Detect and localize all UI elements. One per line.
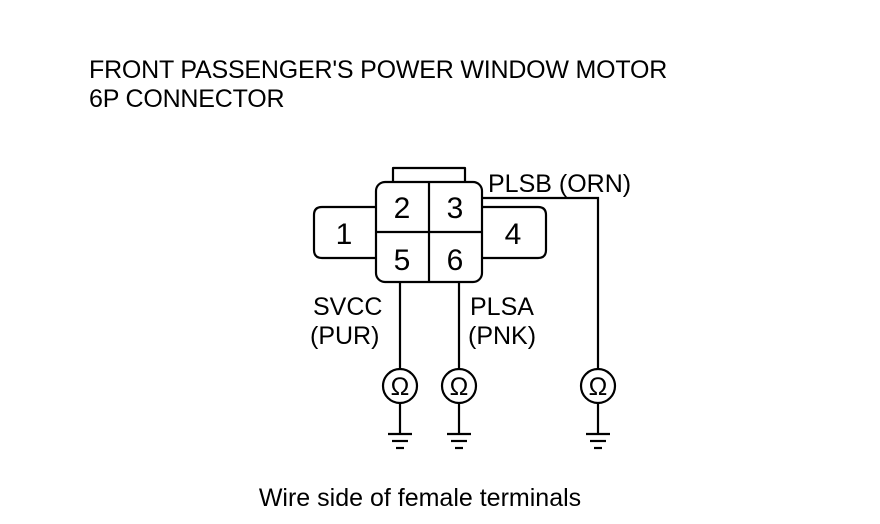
- terminal-4: 4: [505, 218, 522, 251]
- connector-latch: [391, 166, 467, 182]
- label-svcc-name: SVCC: [313, 293, 382, 321]
- terminal-5: 5: [394, 244, 411, 277]
- terminal-1: 1: [336, 218, 353, 251]
- diagram-caption: Wire side of female terminals: [258, 484, 582, 512]
- connector-right-lobe: [482, 205, 548, 260]
- label-plsa-name: PLSA: [470, 293, 534, 321]
- ohm-symbol-1: Ω: [391, 373, 410, 401]
- title-line-1: FRONT PASSENGER'S POWER WINDOW MOTOR: [89, 56, 668, 84]
- ohm-symbol-2: Ω: [450, 373, 469, 401]
- diagram-title: FRONT PASSENGER'S POWER WINDOW MOTOR 6P …: [89, 56, 667, 114]
- label-plsb: PLSB (ORN): [488, 170, 631, 198]
- ground-symbol-2: [447, 403, 471, 450]
- terminal-6: 6: [447, 244, 464, 277]
- title-line-2: 6P CONNECTOR: [89, 85, 285, 113]
- label-plsa-color: (PNK): [468, 322, 536, 350]
- terminal-3: 3: [447, 192, 464, 225]
- connector-left-lobe: [312, 205, 376, 260]
- ground-symbol-3: [586, 403, 610, 450]
- ground-symbol-1: [388, 403, 412, 450]
- wire-plsb: [482, 196, 600, 370]
- terminal-2: 2: [394, 192, 411, 225]
- ohm-symbol-3: Ω: [589, 373, 608, 401]
- label-svcc-color: (PUR): [310, 322, 379, 350]
